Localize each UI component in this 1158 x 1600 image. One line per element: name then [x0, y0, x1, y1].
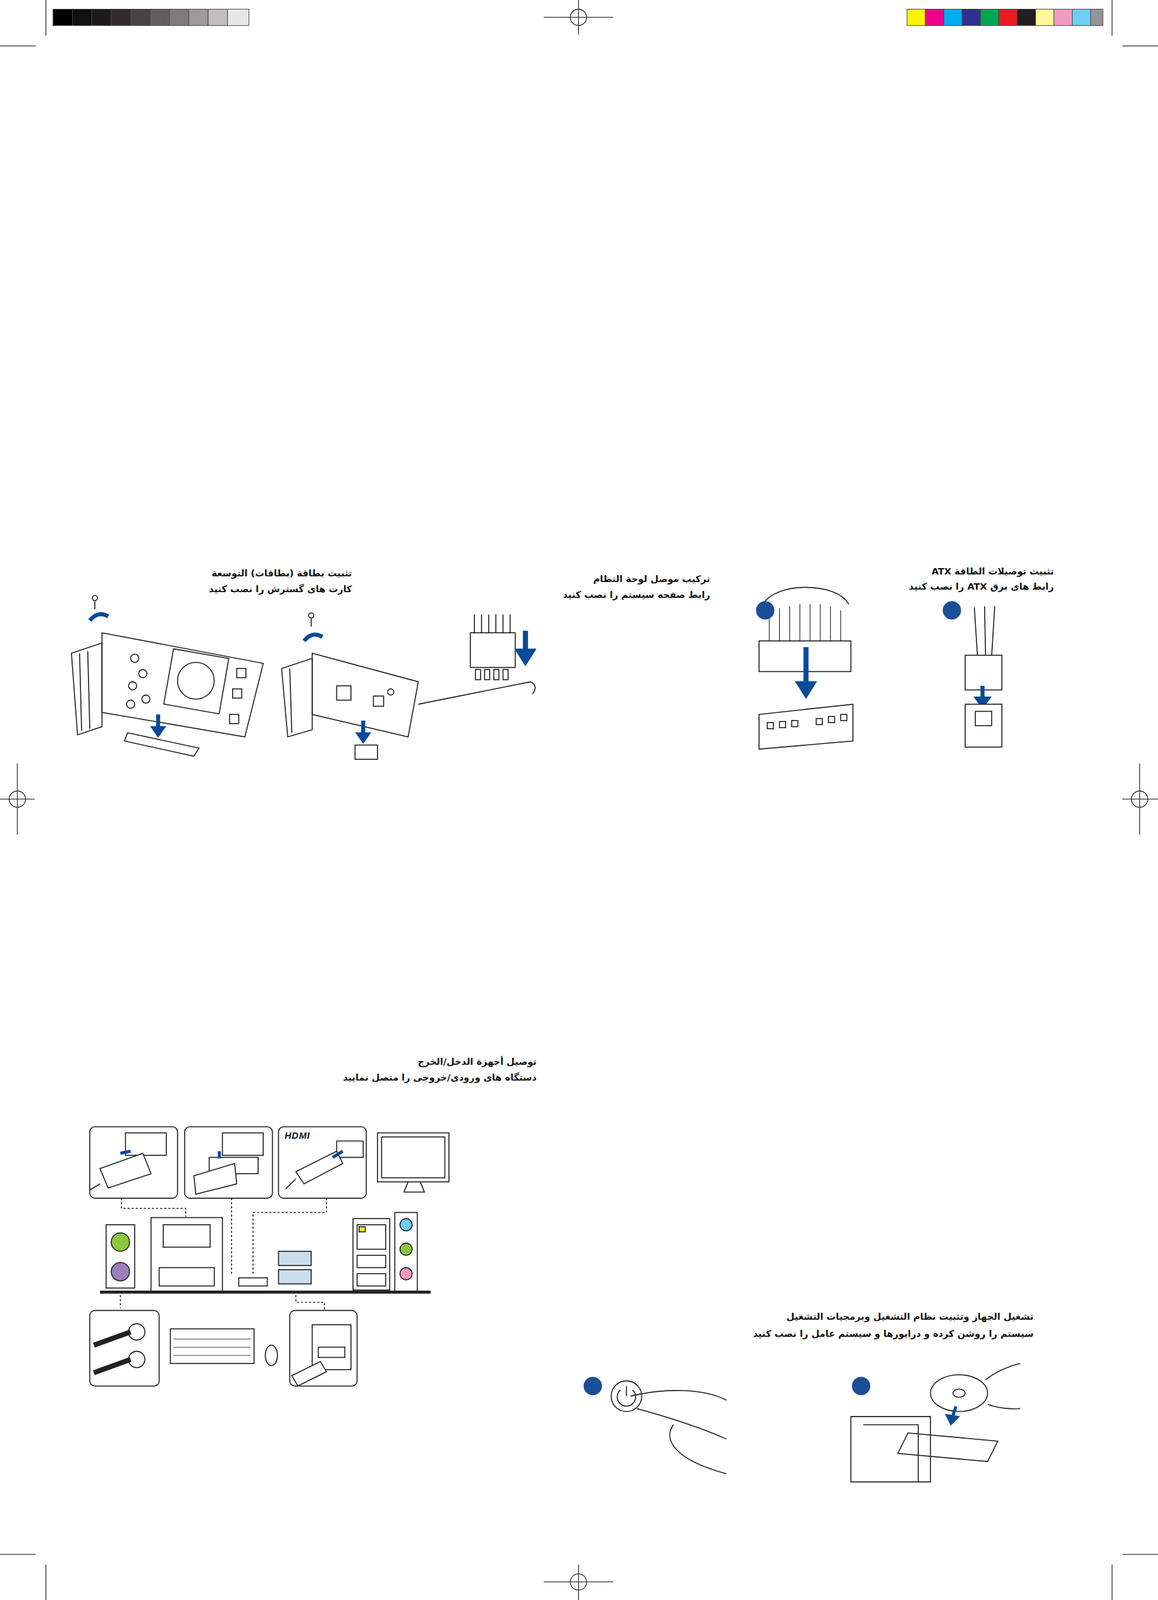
section-heading: توصيل أجهزة الدخل/الخرج	[417, 1056, 537, 1067]
section-heading: تشغيل الجهاز وتثبيت نظام التشغيل وبرمجيا…	[786, 1311, 1035, 1322]
section-heading: رابط صفحه سیستم را نصب کنید	[562, 589, 711, 601]
section-heading: سیستم را روشن کرده و درایورها و سیستم عا…	[753, 1328, 1034, 1339]
section-heading: تثبيت توصيلات الطاقة ATX	[931, 566, 1054, 577]
section-heading: دستگاه های ورودی/خروجی را متصل نمایید	[342, 1071, 537, 1083]
section-heading: تثبيت بطاقة (بطاقات) التوسعة	[211, 568, 353, 580]
section-heading: تركيب موصل لوحة النظام	[593, 573, 711, 585]
section-heading: رابط های برق ATX را نصب کنید	[908, 581, 1054, 593]
logo-text: HDMI	[284, 1130, 310, 1141]
section-heading: کارت های گسترش را نصب کنید	[208, 583, 352, 595]
